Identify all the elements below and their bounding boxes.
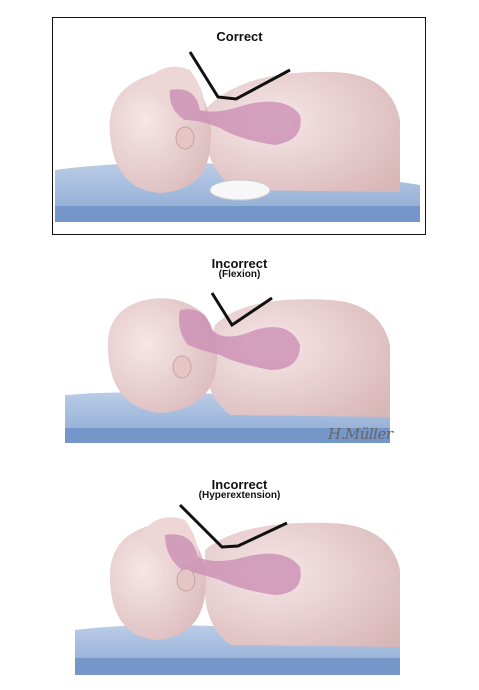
mattress-edge — [75, 658, 400, 675]
airway — [169, 89, 301, 145]
airway-angle-line — [210, 292, 273, 328]
mattress-edge — [65, 428, 390, 443]
ear — [175, 126, 195, 150]
panel-correct: Correct — [0, 0, 479, 240]
shoulder-roll — [209, 179, 271, 201]
panel-title-hyperextension: Incorrect — [211, 477, 268, 492]
airway-angle-line — [178, 503, 288, 549]
panel-title-correct: Correct — [216, 29, 263, 44]
infant-body — [205, 299, 390, 417]
panel-subtitle-hyperextension: (Hyperextension) — [198, 490, 281, 501]
infant-illustration-hyperextension — [75, 503, 400, 675]
airway — [165, 534, 301, 595]
mattress-edge — [55, 206, 420, 222]
panel-hyperextension: Incorrect (Hyperextension) — [0, 465, 479, 690]
panel-subtitle-flexion: (Flexion) — [218, 269, 261, 280]
airway-angle-line — [188, 51, 291, 101]
infant-body — [205, 71, 400, 192]
ear — [172, 355, 192, 379]
correct-panel-frame — [52, 17, 426, 235]
panel-title-flexion: Incorrect — [211, 256, 268, 271]
airway — [179, 309, 300, 370]
panel-flexion: Incorrect (Flexion) — [0, 245, 479, 450]
infant-body — [205, 522, 400, 647]
ear — [176, 568, 196, 592]
infant-illustration-correct — [55, 51, 420, 222]
artist-signature: H.Müller — [328, 425, 393, 443]
infant-illustration-flexion — [65, 292, 390, 443]
